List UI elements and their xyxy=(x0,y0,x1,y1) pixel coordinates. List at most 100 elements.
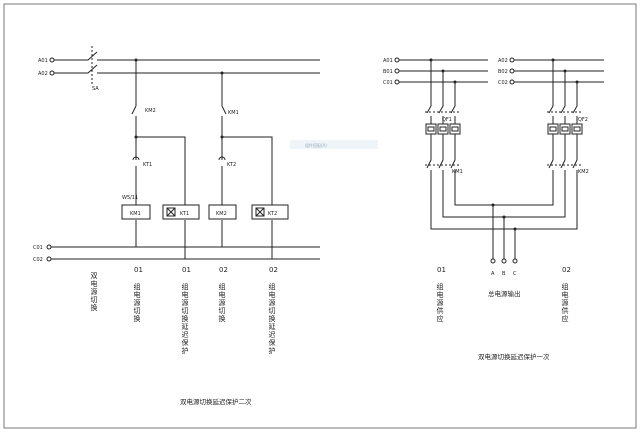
column-desc-0: 双电源切换 xyxy=(90,272,98,312)
ncontact-label: W5/11 xyxy=(122,195,138,201)
contactor-switch xyxy=(426,134,432,180)
right-supply-switchgear xyxy=(547,58,583,180)
coil-km2 xyxy=(208,204,237,220)
contactor-label-left: KM1 xyxy=(452,169,463,175)
supply-left-text: 组电源供应 xyxy=(436,282,444,323)
breaker-switch xyxy=(450,82,456,124)
terminal xyxy=(509,68,515,74)
contactor-switch xyxy=(572,134,578,180)
right-merge-wiring xyxy=(493,180,578,230)
junction xyxy=(513,227,517,231)
bus-label-c02: C02 xyxy=(33,257,43,263)
coil-kt2-symbol xyxy=(255,207,265,217)
watermark: 组件搭配(A) xyxy=(305,142,327,148)
terminal xyxy=(509,57,515,63)
bus-label-a01: A01 xyxy=(38,58,48,64)
supply-right-text: 组电源供应 xyxy=(561,282,569,323)
coil-kt1-symbol xyxy=(166,207,176,217)
junction xyxy=(491,203,495,207)
bus-a01 xyxy=(54,51,320,61)
column-desc-4-text: 组电源切换延迟保护 xyxy=(268,282,276,355)
breaker-trip-inner xyxy=(439,126,447,132)
breaker-switch xyxy=(548,60,554,124)
supply-descriptions: 01 组电源供应 02 组电源供应 xyxy=(436,266,571,323)
bus-label-right-2: C02 xyxy=(498,80,508,86)
breaker-trip-inner xyxy=(427,126,435,132)
coil-km2-label: KM2 xyxy=(216,211,227,217)
supply-right-num: 02 xyxy=(562,266,571,274)
supply-left: 01 组电源供应 xyxy=(436,266,446,323)
contactor-switch xyxy=(438,134,444,180)
supply-right: 02 组电源供应 xyxy=(561,266,571,323)
column-desc-3-text: 组电源切换 xyxy=(218,282,226,323)
column-descriptions: 双电源切换 01 组电源切换 01 组电源切换延迟保护 02 组电源切换 02 组电源切换延迟保… xyxy=(90,266,278,355)
junction xyxy=(220,135,224,139)
column-desc-1-num: 01 xyxy=(134,266,143,274)
left-supply-switchgear xyxy=(425,58,461,180)
coil-kt2-label: KT2 xyxy=(268,211,277,217)
output-label-a: A xyxy=(491,271,495,277)
bus-label-right-0: A02 xyxy=(498,58,508,64)
column-desc-3: 02 组电源切换 xyxy=(218,266,228,323)
terminal-a02 xyxy=(49,70,55,76)
junction xyxy=(134,58,138,62)
bus-label-left-2: C01 xyxy=(383,80,393,86)
coil-kt2 xyxy=(251,204,289,220)
contactor-switch xyxy=(560,134,566,180)
coil-kt1-cross xyxy=(166,207,176,217)
coil-km1-label: KM1 xyxy=(130,211,141,217)
output-label-b: B xyxy=(502,271,506,277)
junction xyxy=(134,135,138,139)
contactor-switch xyxy=(450,134,456,180)
output-wires xyxy=(492,205,516,259)
primary-circuit-diagram: A01 B01 C01 A02 B02 C02 QF1 QF2 KM1 KM2 … xyxy=(383,57,604,361)
sa-label: SA xyxy=(92,86,99,92)
column-desc-0-text: 双电源切换 xyxy=(90,272,98,312)
left-caption: 双电源切换延迟保护二次 xyxy=(180,397,252,406)
bus-label-left-0: A01 xyxy=(383,58,393,64)
right-caption: 双电源切换延迟保护一次 xyxy=(478,352,550,361)
contact-km1-label: KM1 xyxy=(228,110,239,116)
bus-label-c01: C01 xyxy=(33,245,43,251)
breaker-trip-inner xyxy=(451,126,459,132)
breaker-trip-inner xyxy=(561,126,569,132)
terminal xyxy=(394,57,400,63)
column-desc-1-text: 组电源切换 xyxy=(133,282,141,323)
contact-kt1-label: KT1 xyxy=(143,162,152,168)
output-terminal-a xyxy=(490,258,496,264)
kt1-wire xyxy=(136,136,186,259)
column-desc-4: 02 组电源切换延迟保护 xyxy=(268,266,278,355)
column-desc-3-num: 02 xyxy=(219,266,228,274)
terminal xyxy=(394,79,400,85)
output-label-c: C xyxy=(513,271,517,277)
left-merge-wiring xyxy=(430,180,515,230)
terminal xyxy=(509,79,515,85)
breaker-switch xyxy=(572,82,578,124)
output-terminal-c xyxy=(512,258,518,264)
contact-kt2-label: KT2 xyxy=(227,162,236,168)
output-label: 总电源输出 xyxy=(488,289,521,298)
kt2-wire xyxy=(222,136,273,259)
contactor-label-right: KM2 xyxy=(578,169,589,175)
breaker-switch xyxy=(438,71,444,124)
junction xyxy=(502,215,506,219)
coil-km1 xyxy=(121,204,151,220)
breaker-trip-inner xyxy=(549,126,557,132)
secondary-circuit-diagram: A01 A02 C01 C02 SA KM2 KT1 W5/11 KM1 KT1 xyxy=(33,46,320,406)
breaker-switch xyxy=(560,71,566,124)
coil-kt1-label: KT1 xyxy=(180,211,189,217)
breaker-label-right: QF2 xyxy=(578,117,588,123)
bus-a02 xyxy=(54,64,320,74)
supply-left-num: 01 xyxy=(437,266,446,274)
breaker-switch xyxy=(426,60,432,124)
contactor-switch xyxy=(548,134,554,180)
breaker-trip-inner xyxy=(573,126,581,132)
breaker-label-left: QF1 xyxy=(442,117,452,123)
coil-kt2-cross xyxy=(255,207,265,217)
column-desc-2-num: 01 xyxy=(182,266,191,274)
column-desc-2-text: 组电源切换延迟保护 xyxy=(181,282,189,355)
column-desc-4-num: 02 xyxy=(269,266,278,274)
bus-label-a02: A02 xyxy=(38,71,48,77)
